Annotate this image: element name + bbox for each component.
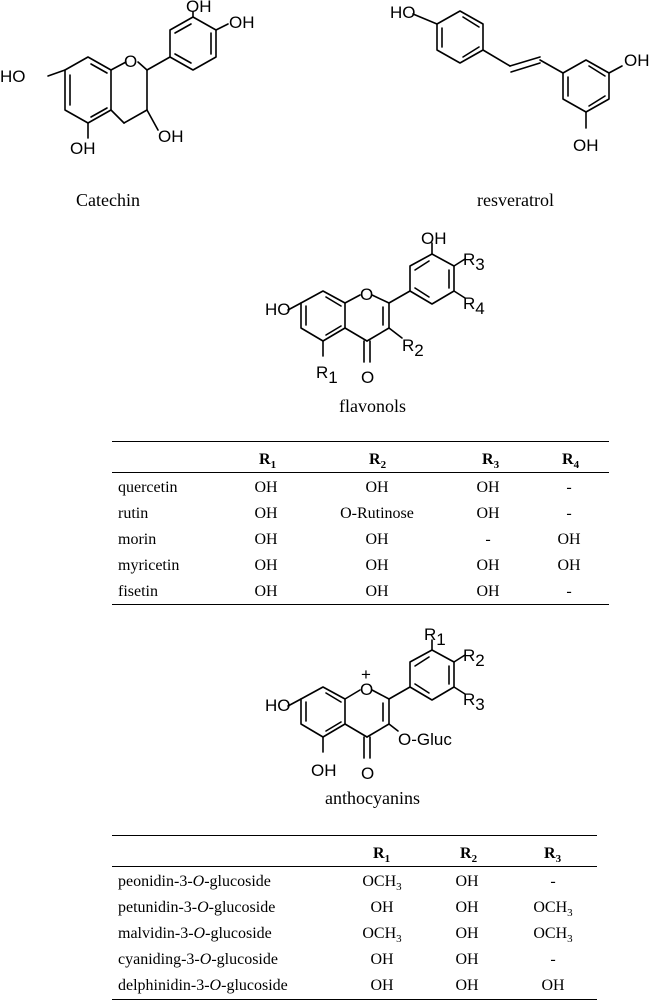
- table-header-rule: [112, 472, 609, 473]
- flavonols-cell: OH: [254, 531, 278, 548]
- anthocyanins-cell: OH: [455, 925, 479, 942]
- anthocyanins-cell: OCH3: [533, 899, 573, 920]
- anthocyanins-cell: -: [550, 951, 556, 968]
- anthocyanins-header-r1: R1: [373, 845, 391, 866]
- flavonols-row-label: myricetin: [118, 557, 180, 574]
- caption-catechin: Catechin: [76, 190, 140, 210]
- table-bottom-rule: [112, 604, 609, 605]
- flavonols-header-r2: R2: [369, 451, 387, 472]
- catechin-ho-label: HO: [0, 67, 26, 86]
- flavonol-r3-label: R3: [463, 250, 485, 274]
- flavonols-header-r1: R1: [259, 451, 277, 472]
- flavonol-ring-o-label: O: [360, 285, 373, 304]
- anthocyanin-ho-label: HO: [265, 696, 291, 715]
- flavonols-cell: OH: [365, 479, 389, 496]
- anthocyanin-ketone-o-label: O: [361, 764, 374, 783]
- flavonols-cell: OH: [365, 557, 389, 574]
- catechin-oh-5-label: OH: [70, 139, 96, 158]
- flavonols-cell: OH: [254, 479, 278, 496]
- anthocyanins-header-r2: R2: [460, 845, 478, 866]
- anthocyanins-cell: OH: [370, 977, 394, 994]
- flavonols-cell: OH: [557, 557, 581, 574]
- anthocyanin-plus-label: +: [361, 665, 371, 684]
- flavonols-cell: -: [566, 479, 572, 496]
- flavonol-r1-label: R1: [316, 363, 338, 387]
- anthocyanins-cell: OCH3: [533, 925, 573, 946]
- anthocyanins-header-r3: R3: [544, 845, 562, 866]
- flavonols-cell: -: [566, 583, 572, 600]
- anthocyanin-r3-label: R3: [463, 690, 485, 714]
- anthocyanin-r2-label: R2: [463, 646, 485, 670]
- anthocyanins-row-label: peonidin-3-O-glucoside: [118, 873, 271, 890]
- table-top-rule: [112, 441, 609, 442]
- anthocyanin-r1-label: R1: [424, 625, 446, 649]
- flavonols-cell: OH: [557, 531, 581, 548]
- flavonols-cell: OH: [365, 531, 389, 548]
- anthocyanins-row-label: cyaniding-3-O-glucoside: [118, 951, 278, 968]
- flavonols-cell: -: [566, 505, 572, 522]
- anthocyanins-cell: OCH3: [362, 873, 402, 894]
- table-header-rule: [112, 866, 597, 867]
- catechin-ring-o-label: O: [124, 52, 137, 71]
- anthocyanins-row-label: delphinidin-3-O-glucoside: [118, 977, 288, 994]
- flavonols-cell: O-Rutinose: [340, 505, 414, 522]
- anthocyanins-cell: OH: [455, 977, 479, 994]
- caption-resveratrol: resveratrol: [477, 190, 554, 210]
- table-top-rule: [112, 835, 597, 836]
- resveratrol-oh-1-label: OH: [624, 51, 650, 70]
- catechin-oh-3p-label: OH: [186, 0, 212, 16]
- flavonol-ho-label: HO: [265, 300, 291, 319]
- anthocyanins-row-label: petunidin-3-O-glucoside: [118, 899, 276, 916]
- flavonol-r2-label: R2: [402, 336, 424, 360]
- flavonols-cell: OH: [476, 583, 500, 600]
- anthocyanin-ring-o-label: O: [360, 680, 373, 699]
- catechin-oh-4p-label: OH: [229, 13, 255, 32]
- caption-anthocyanins: anthocyanins: [325, 788, 420, 808]
- anthocyanins-cell: OH: [370, 899, 394, 916]
- flavonols-row-label: quercetin: [118, 479, 178, 496]
- anthocyanins-cell: OCH3: [362, 925, 402, 946]
- flavonols-row-label: fisetin: [118, 583, 158, 600]
- flavonols-row-label: rutin: [118, 505, 149, 522]
- anthocyanins-cell: OH: [370, 951, 394, 968]
- anthocyanins-cell: OH: [455, 951, 479, 968]
- caption-flavonols: flavonols: [339, 396, 406, 416]
- flavonols-header-r4: R4: [562, 451, 580, 472]
- flavonols-row-label: morin: [118, 531, 157, 548]
- anthocyanins-row-label: malvidin-3-O-glucoside: [118, 925, 272, 942]
- anthocyanin-oh-label: OH: [311, 761, 337, 780]
- flavonols-cell: OH: [476, 557, 500, 574]
- anthocyanins-cell: OH: [455, 873, 479, 890]
- flavonol-r4-label: R4: [463, 294, 485, 318]
- anthocyanins-cell: -: [550, 873, 556, 890]
- flavonols-cell: OH: [254, 505, 278, 522]
- flavonols-cell: OH: [254, 557, 278, 574]
- catechin-oh-3-label: OH: [158, 127, 184, 146]
- flavonols-cell: OH: [476, 479, 500, 496]
- flavonol-oh-label: OH: [421, 229, 447, 248]
- flavonols-cell: OH: [254, 583, 278, 600]
- anthocyanin-ogluc-label: O-Gluc: [398, 730, 452, 749]
- flavonols-cell: OH: [476, 505, 500, 522]
- anthocyanins-cell: OH: [541, 977, 565, 994]
- resveratrol-oh-2-label: OH: [573, 136, 599, 155]
- flavonols-cell: OH: [365, 583, 389, 600]
- flavonol-ketone-o-label: O: [361, 368, 374, 387]
- anthocyanins-cell: OH: [455, 899, 479, 916]
- resveratrol-ho-label: HO: [390, 3, 416, 22]
- flavonols-header-r3: R3: [482, 451, 500, 472]
- flavonols-cell: -: [485, 531, 491, 548]
